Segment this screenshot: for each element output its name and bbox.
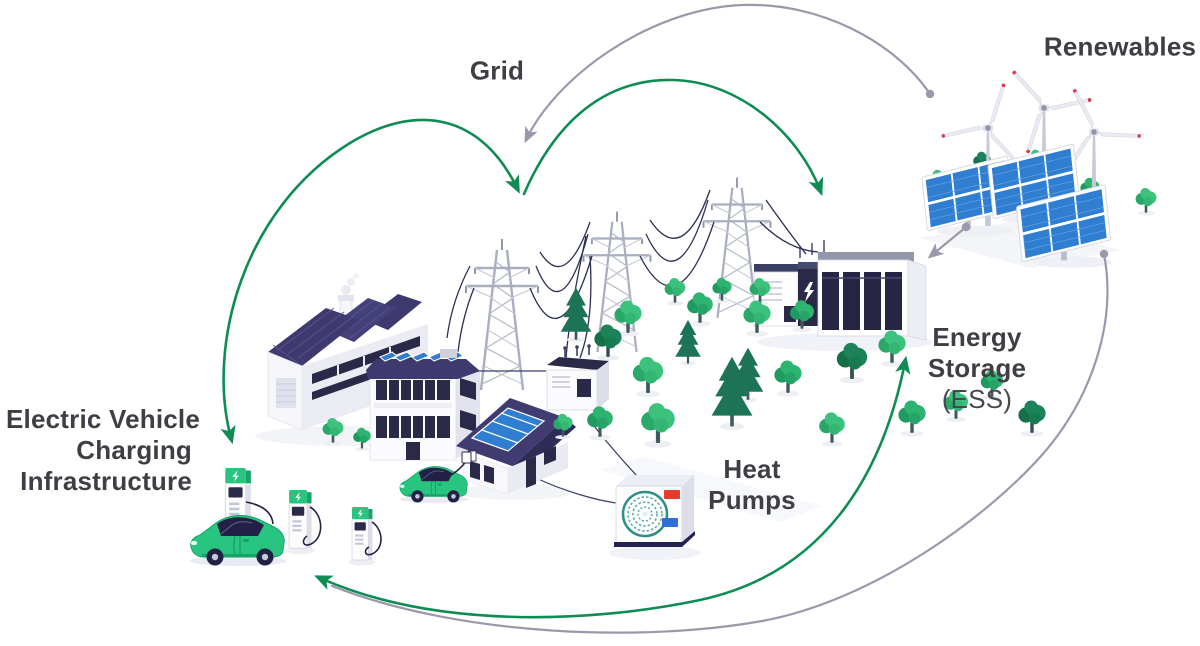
arrow-renewables-to-storage bbox=[927, 222, 971, 259]
arrow-grid-to-storage bbox=[522, 78, 824, 197]
electric-car bbox=[189, 514, 287, 567]
arrow-renewables-to-grid bbox=[524, 3, 935, 144]
energy-storage-label: Energy Storage (ESS) bbox=[928, 322, 1026, 415]
heat-pumps-label: Heat Pumps bbox=[708, 454, 796, 516]
arrow-storage-ev-bidirectional bbox=[314, 355, 911, 619]
transformer bbox=[546, 344, 609, 411]
energy-storage-label-line3: (ESS) bbox=[941, 384, 1013, 414]
ev-charging-label-line2: Charging bbox=[76, 435, 192, 465]
ev-charging-label-line3: Infrastructure bbox=[20, 466, 192, 496]
ev-charging-label: Electric Vehicle Charging Infrastructure bbox=[6, 404, 200, 497]
grid-label: Grid bbox=[469, 55, 525, 86]
energy-storage-label-line2: Storage bbox=[927, 353, 1027, 383]
renewables-label: Renewables bbox=[1043, 31, 1197, 62]
wallbox-charger bbox=[461, 451, 472, 464]
ev-charger bbox=[348, 506, 376, 567]
arrow-grid-ev-bidirectional bbox=[220, 118, 520, 445]
battery-storage-illustration bbox=[753, 240, 927, 341]
electric-car bbox=[399, 466, 469, 504]
heat-pumps-label-line2: Pumps bbox=[708, 485, 796, 515]
heat-pumps-label-line1: Heat bbox=[723, 454, 781, 484]
heat-pump-illustration bbox=[614, 475, 695, 547]
ev-charging-cluster bbox=[189, 451, 472, 567]
ev-charging-label-line1: Electric Vehicle bbox=[6, 404, 200, 434]
flow-arrows bbox=[220, 3, 1109, 634]
energy-storage-label-line1: Energy bbox=[932, 322, 1022, 352]
